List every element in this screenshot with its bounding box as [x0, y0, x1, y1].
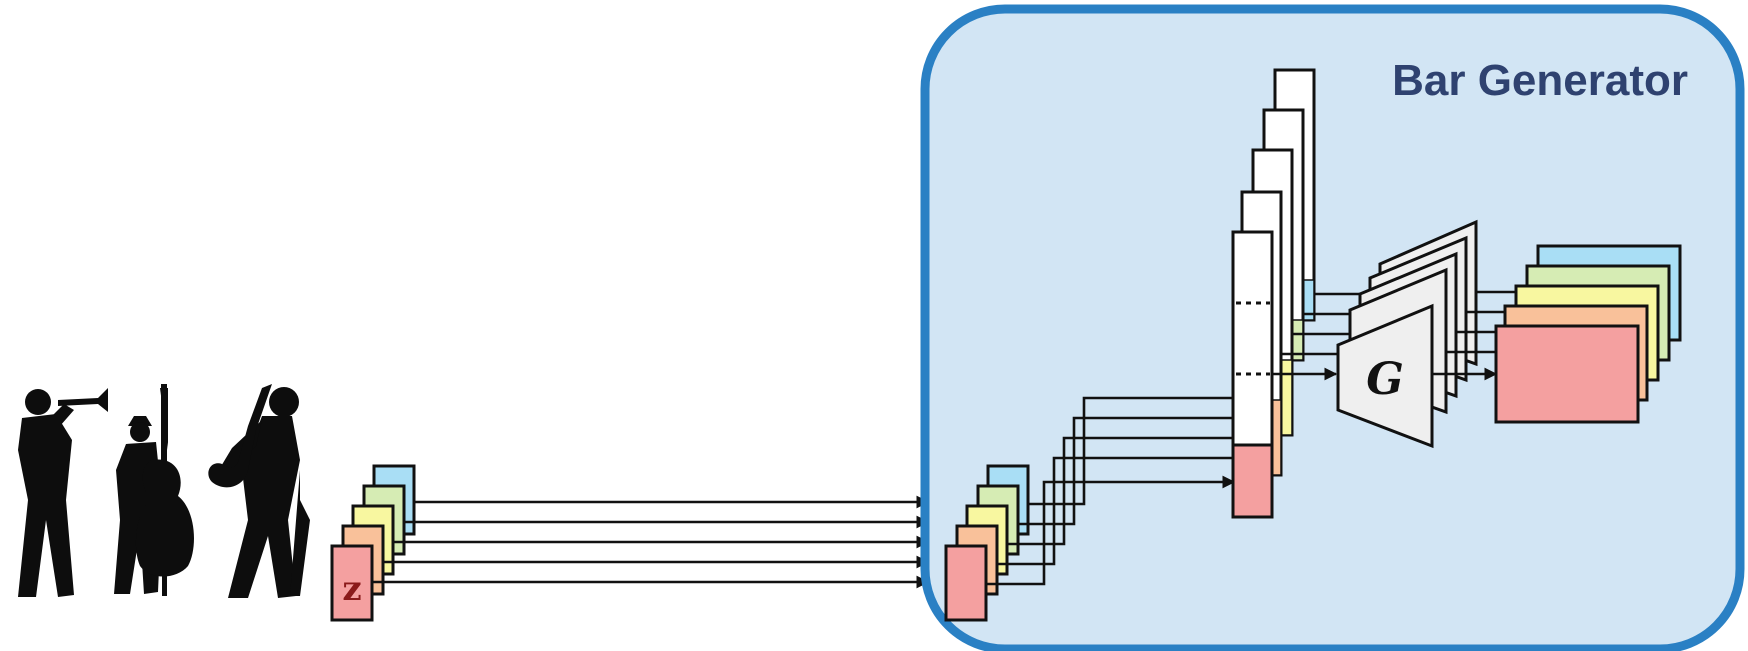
bar-generator-panel	[920, 4, 1745, 651]
latent-to-column-wires	[986, 396, 1236, 586]
column-to-generator-wires	[1272, 292, 1375, 381]
wire-track-1	[986, 475, 1236, 586]
inner-latent-stack	[944, 464, 1030, 622]
latent-input-arrows	[372, 495, 930, 589]
wire-track-3	[1007, 436, 1234, 546]
inner-latent-track-1	[944, 544, 988, 622]
latent-track-1	[330, 544, 374, 622]
feature-column-3-slot	[1280, 359, 1293, 436]
output-track-1	[1494, 324, 1640, 424]
generator-g-label: G	[1366, 354, 1404, 405]
wire-track-5	[1028, 396, 1234, 506]
panel-title: Bar Generator	[1392, 56, 1688, 105]
saxophone-player-icon	[208, 384, 310, 598]
trumpet-player-icon	[18, 388, 108, 597]
output-bar-stack	[1494, 244, 1682, 424]
wire-track-4	[1018, 416, 1234, 526]
wire-track-2	[997, 456, 1234, 566]
generator-block-1	[1336, 303, 1434, 449]
generator-stack: G	[1336, 219, 1478, 449]
feature-column-1-latent-slot	[1231, 443, 1274, 519]
latent-z-label: z	[342, 569, 361, 609]
track-feature-columns	[1231, 68, 1316, 519]
jazz-band-silhouette-icon	[18, 384, 310, 598]
bass-player-icon	[114, 384, 194, 596]
latent-vector-stack: z	[330, 464, 416, 622]
